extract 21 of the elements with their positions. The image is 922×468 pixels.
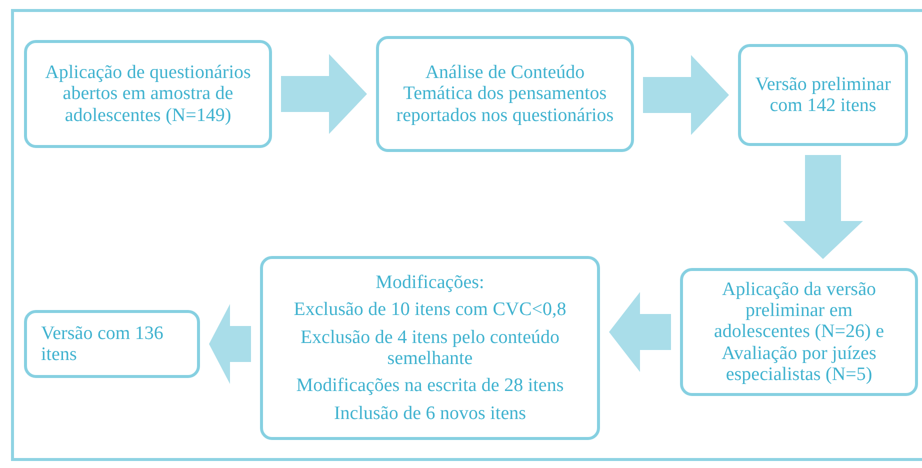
process-box xyxy=(680,268,918,396)
block-arrow xyxy=(643,55,729,135)
process-box xyxy=(24,40,272,148)
process-box xyxy=(738,44,908,146)
node-text: Inclusão de 6 novos itens xyxy=(334,402,526,424)
process-box xyxy=(24,310,200,378)
node-text: Aplicação de questionários abertos em amostra de adolescentes (N=149) xyxy=(44,62,252,126)
block-arrow xyxy=(609,292,671,372)
node-text: Exclusão de 4 itens pelo conteúdo semelhante xyxy=(299,326,561,370)
node-text: Exclusão de 10 itens com CVC<0,8 xyxy=(294,299,566,321)
node-text: Aplicação da versão preliminar em adolescentes (N=26) e Avaliação por juízes especialistas (N=5) xyxy=(712,278,886,386)
block-arrow xyxy=(783,155,863,259)
process-box xyxy=(260,256,600,440)
node-text: Análise de Conteúdo Temática dos pensamentos reportados nos questionários xyxy=(395,62,615,126)
block-arrow xyxy=(281,54,367,134)
node-text: Modificações na escrita de 28 itens xyxy=(296,375,564,397)
node-text: Versão preliminar com 142 itens xyxy=(755,74,891,116)
process-box xyxy=(376,36,634,152)
node-text: Versão com 136 itens xyxy=(41,322,164,366)
block-arrow xyxy=(209,304,251,384)
node-text: Modificações: xyxy=(376,272,484,294)
